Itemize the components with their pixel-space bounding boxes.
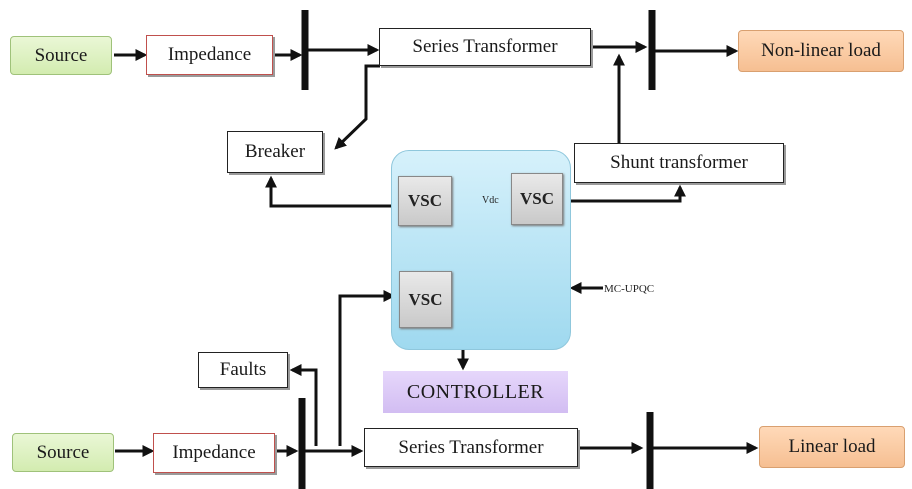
wire-vsc-to-breaker bbox=[265, 175, 397, 208]
vsc-top-left: VSC bbox=[398, 176, 452, 226]
vsc-bottom: VSC bbox=[399, 271, 452, 328]
nonlinear-load: Non-linear load bbox=[738, 30, 904, 72]
series-transformer-top: Series Transformer bbox=[379, 28, 591, 66]
impedance-bottom: Impedance bbox=[153, 433, 275, 473]
dc-link-label: Vdc bbox=[482, 195, 499, 206]
vsc-top-right: VSC bbox=[511, 173, 563, 225]
wire-bus-to-vsc-bottom bbox=[338, 290, 396, 446]
breaker: Breaker bbox=[227, 131, 323, 173]
mc-upqc-label: MC-UPQC bbox=[604, 283, 655, 295]
linear-load: Linear load bbox=[759, 426, 905, 468]
wire-vsc-to-shunt-transformer bbox=[562, 184, 686, 203]
source-bottom: Source bbox=[12, 433, 114, 472]
series-transformer-bottom: Series Transformer bbox=[364, 428, 578, 467]
source-top: Source bbox=[10, 36, 112, 75]
controller: CONTROLLER bbox=[383, 371, 568, 413]
wire-bus-to-faults bbox=[289, 364, 318, 446]
impedance-top: Impedance bbox=[146, 35, 273, 75]
wire-series-transformer-to-breaker bbox=[334, 64, 380, 150]
shunt-transformer: Shunt transformer bbox=[574, 143, 784, 183]
faults: Faults bbox=[198, 352, 288, 388]
